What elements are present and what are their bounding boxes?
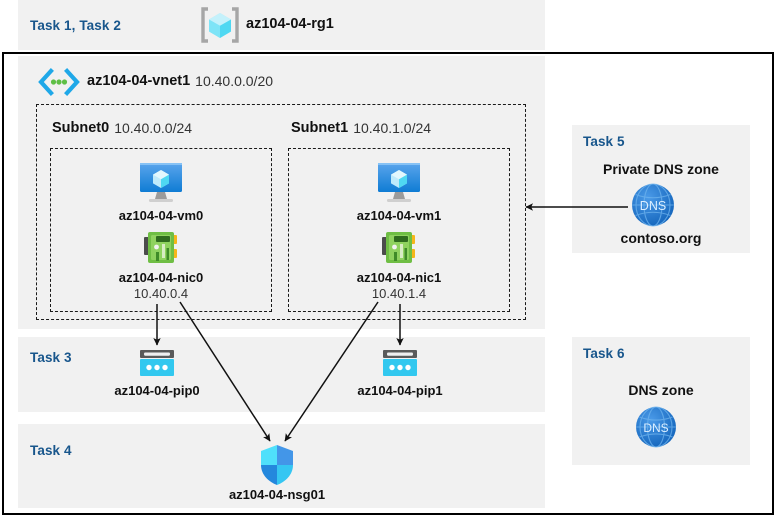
vnet-title-row: az104-04-vnet1 10.40.0.0/20 [87, 73, 273, 89]
vnet-address-space: 10.40.0.0/20 [195, 73, 274, 89]
vm1-label: az104-04-vm1 [356, 208, 442, 223]
nic1-label: az104-04-nic1 [356, 270, 442, 285]
network-interface-icon [381, 230, 417, 266]
vnet-panel [18, 56, 545, 329]
task-label-5: Task 5 [583, 134, 625, 149]
network-interface-icon [143, 230, 179, 266]
nsg-node: az104-04-nsg01 [197, 487, 357, 503]
dns-icon-text: DNS [640, 199, 666, 213]
resource-group-icon [200, 6, 240, 44]
task5-zone-name: contoso.org [620, 230, 702, 246]
task-label-6: Task 6 [583, 346, 625, 361]
subnet0-name: Subnet0 [52, 120, 110, 136]
task5-heading: Private DNS zone [603, 161, 719, 177]
nsg-label: az104-04-nsg01 [228, 487, 326, 502]
task3-panel [18, 337, 545, 412]
subnet0-cidr: 10.40.0.0/24 [114, 120, 193, 136]
subnets-container [36, 104, 526, 320]
nic0-node: az104-04-nic0 10.40.0.4 [81, 270, 241, 302]
nic1-ip: 10.40.1.4 [371, 286, 427, 301]
pip0-node: az104-04-pip0 [77, 383, 237, 399]
pip1-node: az104-04-pip1 [320, 383, 480, 399]
nic0-label: az104-04-nic0 [118, 270, 204, 285]
resource-group-panel [18, 0, 545, 50]
dns-zone-icon: DNS [630, 182, 676, 228]
task-label-4: Task 4 [30, 443, 72, 458]
resource-group-name-row: az104-04-rg1 [246, 16, 334, 32]
task6-heading: DNS zone [628, 382, 694, 398]
subnet1-title-row: Subnet1 10.40.1.0/24 [291, 120, 431, 136]
nic1-node: az104-04-nic1 10.40.1.4 [319, 270, 479, 302]
task-label-3: Task 3 [30, 350, 72, 365]
dns-zone-icon: DNS [634, 405, 678, 449]
public-ip-address-icon [381, 348, 419, 380]
subnet1-cidr: 10.40.1.0/24 [353, 120, 432, 136]
virtual-network-icon [38, 68, 80, 96]
subnet1-box [288, 148, 510, 312]
subnet0-title-row: Subnet0 10.40.0.0/24 [52, 120, 192, 136]
pip1-label: az104-04-pip1 [357, 383, 443, 398]
resource-group-name: az104-04-rg1 [246, 16, 334, 32]
public-ip-address-icon [138, 348, 176, 380]
subnet1-name: Subnet1 [291, 120, 349, 136]
nic0-ip: 10.40.0.4 [133, 286, 189, 301]
subnet0-box [50, 148, 272, 312]
dns-icon-text: DNS [643, 421, 668, 435]
vm0-label: az104-04-vm0 [118, 208, 204, 223]
pip0-label: az104-04-pip0 [114, 383, 200, 398]
task-label-1-2: Task 1, Task 2 [30, 18, 121, 33]
virtual-machine-icon [136, 160, 186, 204]
vm0-node: az104-04-vm0 [81, 208, 241, 224]
vnet-name: az104-04-vnet1 [87, 73, 191, 89]
virtual-machine-icon [374, 160, 424, 204]
vm1-node: az104-04-vm1 [319, 208, 479, 224]
network-security-group-icon [259, 444, 295, 486]
